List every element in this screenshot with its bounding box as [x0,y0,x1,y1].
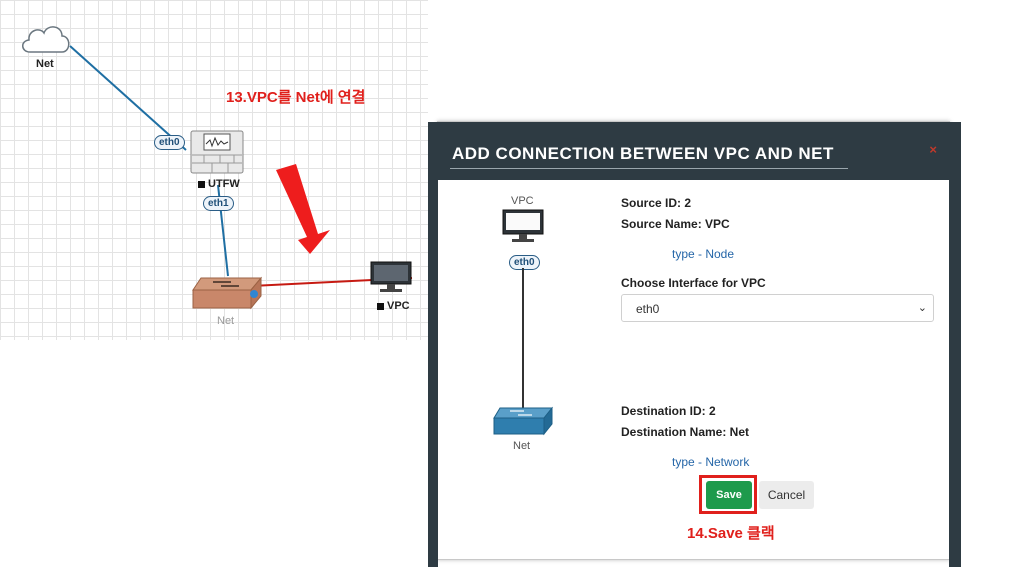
save-highlight-box [699,475,757,514]
link-net-utfw [69,45,187,151]
source-iface-pill: eth0 [509,255,540,270]
modal-frame-right [949,122,961,567]
firewall-node[interactable] [190,130,244,174]
source-type-link[interactable]: type - Node [672,247,735,261]
vpc-monitor-icon [502,209,544,242]
vpc-label: VPC [377,300,410,312]
annotation-step14: 14.Save 클랙 [687,525,775,542]
modal-title: ADD CONNECTION BETWEEN VPC AND NET [452,144,834,163]
interface-select-value: eth0 [636,302,660,316]
modal-frame-left [428,122,438,567]
status-square-icon [198,180,205,188]
source-node-label: VPC [511,195,534,207]
close-icon[interactable]: × [929,142,937,157]
firewall-icon [190,130,244,174]
dest-type-link[interactable]: type - Network [672,455,750,469]
vpc-label-text: VPC [387,300,410,312]
eth1-pill[interactable]: eth1 [203,196,234,211]
save-button[interactable]: Save [706,481,752,509]
cloud-label: Net [36,58,54,70]
dest-name: Destination Name: Net [621,425,750,439]
add-connection-modal: ADD CONNECTION BETWEEN VPC AND NET × VPC… [428,121,961,567]
cloud-icon[interactable] [18,18,74,58]
vpc-node[interactable] [368,260,414,294]
eth0-pill[interactable]: eth0 [154,135,185,150]
interface-select[interactable]: eth0 ⌄ [621,294,934,322]
net-switch-icon [493,406,554,436]
monitor-icon [370,261,412,292]
switch-node[interactable] [191,270,263,314]
source-id: Source ID: 2 [621,196,692,210]
cancel-button[interactable]: Cancel [759,481,814,509]
connection-line [522,268,524,408]
status-square-icon [377,302,384,310]
annotation-step13: 13.VPC를 Net에 연결 [226,89,366,106]
switch-icon [192,276,263,310]
switch-label: Net [217,315,235,327]
chevron-down-icon: ⌄ [917,302,927,314]
modal-header: ADD CONNECTION BETWEEN VPC AND NET × [438,122,949,180]
source-name: Source Name: VPC [621,217,730,231]
choose-interface-label: Choose Interface for VPC [621,276,766,290]
dest-node-label: Net [513,440,531,452]
dest-id: Destination ID: 2 [621,404,716,418]
title-divider [450,168,848,169]
firewall-label: UTFW [198,178,240,190]
firewall-label-text: UTFW [208,178,240,190]
red-arrow [276,164,330,254]
